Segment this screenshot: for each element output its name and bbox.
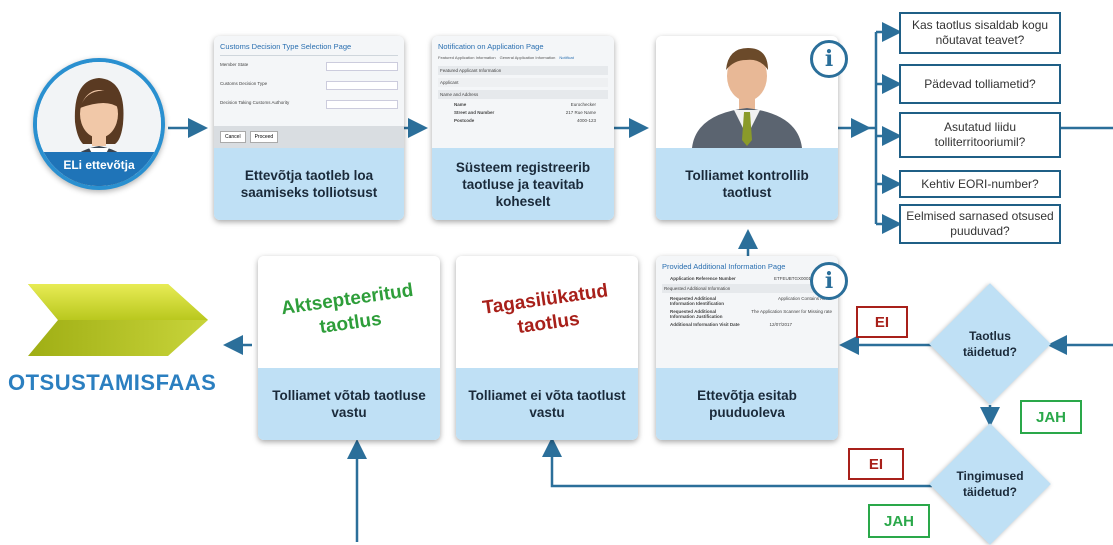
shot-proceed-button: Proceed — [249, 131, 279, 143]
decision-conditions-met: Tingimused täidetud? — [929, 423, 1051, 545]
card-provide: Provided Additional Information Page App… — [656, 256, 838, 440]
shot-row: Member State — [220, 62, 398, 71]
shot-title: Provided Additional Information Page — [662, 262, 786, 271]
decision-phase-chevron-icon — [28, 284, 208, 356]
card-apply-screenshot: Customs Decision Type Selection Page Mem… — [214, 36, 404, 148]
no-label-complete: EI — [856, 306, 908, 338]
shot-field: Requested Additional Information Identif… — [670, 296, 832, 306]
decision-label: Taotlus täidetud? — [963, 329, 1017, 359]
shot-tab: Notificat — [559, 55, 574, 60]
no-label-conditions: EI — [848, 448, 904, 480]
card-apply: Customs Decision Type Selection Page Mem… — [214, 36, 404, 220]
card-provide-caption: Ettevõtja esitab puuduoleva — [656, 368, 838, 440]
shot-field: Requested Additional Information Justifi… — [670, 309, 832, 319]
card-check-caption: Tolliamet kontrollib taotlust — [656, 148, 838, 220]
shot-tab: General Application Information — [499, 55, 556, 60]
question-established-territory: Asutatud liidu tolliterritooriumil? — [899, 112, 1061, 158]
card-register: Notification on Application Page Feature… — [432, 36, 614, 220]
shot-title: Customs Decision Type Selection Page — [220, 42, 352, 51]
info-icon: i — [810, 262, 848, 300]
accepted-stamp: Aktsepteeritud taotlus — [279, 279, 415, 339]
question-competent-offices: Pädevad tolliametid? — [899, 64, 1061, 104]
card-provide-screenshot: Provided Additional Information Page App… — [656, 256, 838, 368]
shot-tab: Featured Application Information — [438, 55, 496, 60]
card-reject: Tagasilükatud taotlus Tolliamet ei võta … — [456, 256, 638, 440]
card-apply-caption: Ettevõtja taotleb loa saamiseks tolliots… — [214, 148, 404, 220]
person-label: ELi ettevõtja — [63, 158, 135, 172]
card-accept: Aktsepteeritud taotlus Tolliamet võtab t… — [258, 256, 440, 440]
shot-title: Notification on Application Page — [438, 42, 544, 51]
decision-phase-label: OTSUSTAMISFAAS — [8, 370, 217, 395]
decision-label: Tingimused täidetud? — [956, 469, 1024, 499]
rejected-stamp: Tagasilükatud taotlus — [481, 280, 610, 339]
shot-row: Decision Taking Customs Authority — [220, 100, 398, 109]
card-accept-caption: Tolliamet võtab taotluse vastu — [258, 368, 440, 440]
decision-application-complete: Taotlus täidetud? — [929, 283, 1051, 405]
customs-officer-icon — [692, 48, 802, 148]
question-valid-eori: Kehtiv EORI-number? — [899, 170, 1061, 198]
info-icon: i — [810, 40, 848, 78]
shot-row: Name and Address — [438, 90, 608, 99]
shot-cancel-button: Cancel — [220, 131, 246, 143]
shot-row: Featured Applicant Information — [438, 66, 608, 75]
card-check: Tolliamet kontrollib taotlust — [656, 36, 838, 220]
card-reject-caption: Tolliamet ei võta taotlust vastu — [456, 368, 638, 440]
yes-label-complete: JAH — [1020, 400, 1082, 434]
card-register-screenshot: Notification on Application Page Feature… — [432, 36, 614, 148]
card-register-caption: Süsteem registreerib taotluse ja teavita… — [432, 148, 614, 220]
person-label-band: ELi ettevõtja — [37, 152, 161, 186]
shot-row: Requested Additional Information — [662, 284, 832, 293]
question-no-previous-decisions: Eelmised sarnased otsused puuduvad? — [899, 204, 1061, 244]
person-avatar: ELi ettevõtja — [33, 58, 165, 190]
questions-bracket — [866, 32, 878, 224]
yes-label-conditions: JAH — [868, 504, 930, 538]
shot-row: Customs Decision Type — [220, 81, 398, 90]
card-reject-stamp-area: Tagasilükatud taotlus — [456, 256, 638, 368]
shot-row: Applicant — [438, 78, 608, 87]
card-check-photo — [656, 36, 838, 148]
card-accept-stamp-area: Aktsepteeritud taotlus — [258, 256, 440, 368]
question-complete-info: Kas taotlus sisaldab kogu nõutavat teave… — [899, 12, 1061, 54]
